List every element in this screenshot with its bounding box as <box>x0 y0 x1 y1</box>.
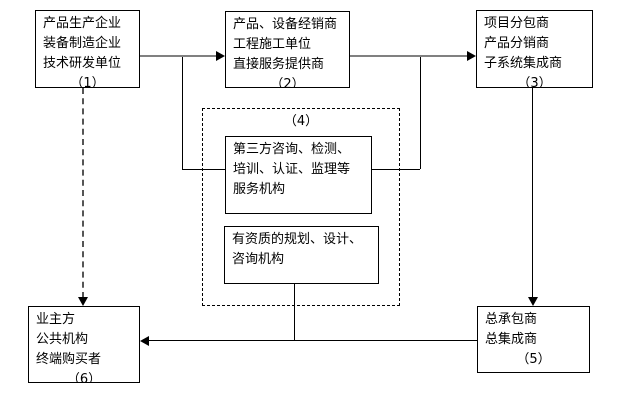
node-owners-number: （6） <box>66 372 102 383</box>
node-subcontractors-line2: 产品分销商 <box>484 36 550 51</box>
group-intermediaries <box>202 108 400 306</box>
node-distributors-line2: 工程施工单位 <box>233 37 312 52</box>
arrowhead-right-into-subcontractors <box>467 51 476 61</box>
node-subcontractors-number: （3） <box>517 76 552 88</box>
node-general-contractor-line1: 总承包商 <box>485 312 538 327</box>
connector-producers-to-distributors <box>140 55 217 57</box>
connector-subcontractors-to-contractor <box>532 88 533 298</box>
node-subcontractors-line1: 项目分包商 <box>484 16 550 31</box>
connector-left-branch-vertical <box>182 57 183 169</box>
group-intermediaries-label: （4） <box>283 114 319 129</box>
node-qualified-line2: 咨询机构 <box>232 252 285 267</box>
node-producers-line3: 技术研发单位 <box>43 56 122 71</box>
node-producers-line2: 装备制造企业 <box>43 36 122 51</box>
node-distributors-line1: 产品、设备经销商 <box>233 17 338 32</box>
node-qualified-line1: 有资质的规划、设计、 <box>232 232 363 247</box>
node-subcontractors: 项目分包商 产品分销商 子系统集成商 （3） <box>476 10 593 88</box>
node-distributors: 产品、设备经销商 工程施工单位 直接服务提供商 （2） <box>225 11 350 88</box>
arrowhead-down-into-owners <box>78 297 88 306</box>
node-general-contractor-line2: 总集成商 <box>485 332 538 347</box>
connector-qualified-to-bottom-line <box>294 284 295 341</box>
node-general-contractor: 总承包商 总集成商 （5） <box>477 306 590 373</box>
node-third-party-line1: 第三方咨询、检测、 <box>233 142 351 157</box>
arrowhead-right-into-distributors <box>216 51 225 61</box>
node-producers-number: （1） <box>70 76 105 88</box>
node-distributors-line3: 直接服务提供商 <box>233 57 325 72</box>
node-owners: 业主方 公共机构 终端购买者 （6） <box>28 306 140 383</box>
connector-right-branch-horizontal <box>372 169 420 170</box>
node-distributors-number: （2） <box>270 77 305 88</box>
node-third-party-line3: 服务机构 <box>233 182 286 197</box>
node-owners-line2: 公共机构 <box>36 332 89 347</box>
node-owners-line1: 业主方 <box>36 312 76 327</box>
node-general-contractor-number: （5） <box>516 352 551 367</box>
connector-producers-to-owners-dashed <box>82 88 84 298</box>
connector-right-branch-vertical <box>420 57 421 169</box>
arrowhead-down-into-contractor <box>528 297 538 306</box>
node-producers-line1: 产品生产企业 <box>43 16 122 31</box>
connector-distributors-to-subcontractors <box>350 55 468 57</box>
connector-left-branch-horizontal <box>182 169 225 170</box>
node-subcontractors-line3: 子系统集成商 <box>484 56 563 71</box>
arrowhead-left-into-owners <box>140 336 149 346</box>
node-producers: 产品生产企业 装备制造企业 技术研发单位 （1） <box>35 10 140 88</box>
node-third-party-line2: 培训、认证、监理等 <box>233 162 351 177</box>
connector-contractor-to-owners <box>148 340 477 341</box>
node-owners-line3: 终端购买者 <box>36 352 102 367</box>
node-third-party-services: 第三方咨询、检测、 培训、认证、监理等 服务机构 <box>225 136 372 214</box>
node-qualified-planning: 有资质的规划、设计、 咨询机构 <box>224 226 379 284</box>
